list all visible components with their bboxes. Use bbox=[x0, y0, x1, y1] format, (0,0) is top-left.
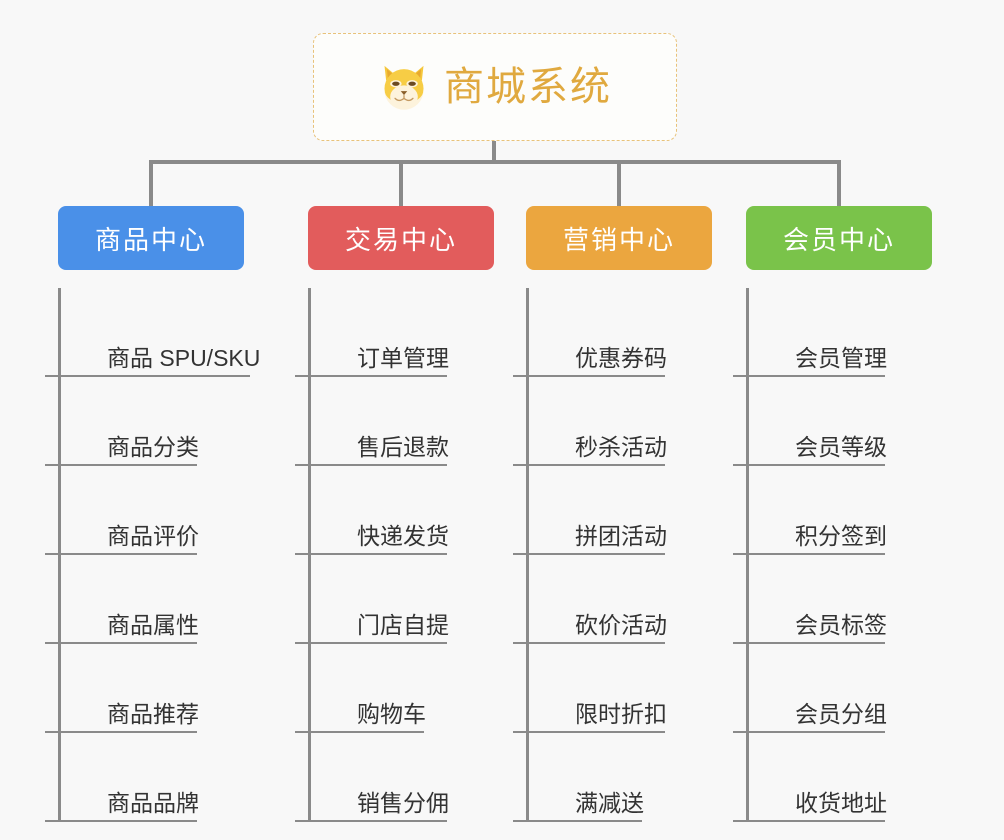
connector-drop-3 bbox=[617, 160, 621, 206]
leaf-label: 拼团活动 bbox=[575, 522, 667, 549]
leaf-label: 限时折扣 bbox=[575, 700, 667, 727]
branch-column-3: 营销中心 优惠券码 秒杀活动 拼团活动 砍价活动 限时折扣 满减送 bbox=[513, 206, 712, 822]
leaf-item[interactable]: 商品评价 bbox=[45, 466, 244, 555]
leaf-label: 售后退款 bbox=[357, 433, 449, 460]
leaf-label: 会员分组 bbox=[795, 700, 887, 727]
leaf-label: 商品属性 bbox=[107, 611, 199, 638]
leaf-item[interactable]: 限时折扣 bbox=[513, 644, 712, 733]
leaf-item[interactable]: 商品分类 bbox=[45, 377, 244, 466]
leaf-item[interactable]: 砍价活动 bbox=[513, 555, 712, 644]
leaf-item[interactable]: 商品 SPU/SKU bbox=[45, 288, 260, 377]
root-title: 商城系统 bbox=[444, 65, 612, 109]
leaf-label: 销售分佣 bbox=[357, 789, 449, 816]
connector-drop-2 bbox=[399, 160, 403, 206]
branch-items-3: 优惠券码 秒杀活动 拼团活动 砍价活动 限时折扣 满减送 bbox=[513, 288, 712, 822]
leaf-item[interactable]: 商品品牌 bbox=[45, 733, 244, 822]
connector-drop-4 bbox=[837, 160, 841, 206]
leaf-label: 会员标签 bbox=[795, 611, 887, 638]
leaf-item[interactable]: 积分签到 bbox=[733, 466, 932, 555]
leaf-label: 收货地址 bbox=[795, 789, 887, 816]
branch-header-2[interactable]: 交易中心 bbox=[308, 206, 494, 270]
branch-items-2: 订单管理 售后退款 快递发货 门店自提 购物车 销售分佣 bbox=[295, 288, 494, 822]
leaf-item[interactable]: 商品属性 bbox=[45, 555, 244, 644]
branch-items-1: 商品 SPU/SKU 商品分类 商品评价 商品属性 商品推荐 商品品牌 bbox=[45, 288, 260, 822]
connector-horizontal-bar bbox=[149, 160, 841, 164]
connector-stem bbox=[492, 141, 496, 163]
leaf-item[interactable]: 会员管理 bbox=[733, 288, 932, 377]
branch-header-3[interactable]: 营销中心 bbox=[526, 206, 712, 270]
leaf-item[interactable]: 拼团活动 bbox=[513, 466, 712, 555]
branch-header-label-3: 营销中心 bbox=[562, 224, 675, 255]
leaf-item[interactable]: 满减送 bbox=[513, 733, 712, 822]
leaf-label: 砍价活动 bbox=[575, 611, 667, 638]
leaf-item[interactable]: 收货地址 bbox=[733, 733, 932, 822]
shiba-dog-face-icon bbox=[384, 65, 424, 110]
branch-header-label-2: 交易中心 bbox=[344, 224, 457, 255]
branch-header-label-1: 商品中心 bbox=[94, 224, 207, 255]
leaf-item[interactable]: 售后退款 bbox=[295, 377, 494, 466]
leaf-item[interactable]: 快递发货 bbox=[295, 466, 494, 555]
branch-column-4: 会员中心 会员管理 会员等级 积分签到 会员标签 会员分组 收货地址 bbox=[733, 206, 932, 822]
leaf-label: 商品品牌 bbox=[107, 789, 199, 816]
leaf-label: 快递发货 bbox=[357, 522, 449, 549]
branch-items-4: 会员管理 会员等级 积分签到 会员标签 会员分组 收货地址 bbox=[733, 288, 932, 822]
leaf-item[interactable]: 秒杀活动 bbox=[513, 377, 712, 466]
leaf-label: 秒杀活动 bbox=[575, 433, 667, 460]
branch-column-2: 交易中心 订单管理 售后退款 快递发货 门店自提 购物车 销售分佣 bbox=[295, 206, 494, 822]
leaf-label: 商品分类 bbox=[107, 433, 199, 460]
connector-drop-1 bbox=[149, 160, 153, 206]
leaf-item[interactable]: 会员分组 bbox=[733, 644, 932, 733]
branch-column-1: 商品中心 商品 SPU/SKU 商品分类 商品评价 商品属性 商品推荐 商品品牌 bbox=[45, 206, 260, 822]
leaf-label: 商品评价 bbox=[107, 522, 199, 549]
leaf-item[interactable]: 订单管理 bbox=[295, 288, 494, 377]
leaf-label: 门店自提 bbox=[357, 611, 449, 638]
leaf-item[interactable]: 商品推荐 bbox=[45, 644, 244, 733]
leaf-item[interactable]: 会员等级 bbox=[733, 377, 932, 466]
leaf-label: 购物车 bbox=[357, 700, 426, 727]
leaf-label: 优惠券码 bbox=[575, 344, 667, 371]
leaf-label: 商品推荐 bbox=[107, 700, 199, 727]
branch-header-4[interactable]: 会员中心 bbox=[746, 206, 932, 270]
branch-header-label-4: 会员中心 bbox=[782, 224, 895, 255]
leaf-item[interactable]: 优惠券码 bbox=[513, 288, 712, 377]
leaf-item[interactable]: 门店自提 bbox=[295, 555, 494, 644]
leaf-label: 满减送 bbox=[575, 789, 644, 816]
leaf-label: 积分签到 bbox=[795, 522, 887, 549]
leaf-item[interactable]: 会员标签 bbox=[733, 555, 932, 644]
leaf-label: 商品 SPU/SKU bbox=[107, 344, 261, 371]
root-node[interactable]: 商城系统 bbox=[313, 33, 677, 141]
leaf-label: 会员等级 bbox=[795, 433, 887, 460]
leaf-label: 订单管理 bbox=[357, 344, 449, 371]
branch-header-1[interactable]: 商品中心 bbox=[58, 206, 244, 270]
leaf-item[interactable]: 销售分佣 bbox=[295, 733, 494, 822]
leaf-label: 会员管理 bbox=[795, 344, 887, 371]
leaf-item[interactable]: 购物车 bbox=[295, 644, 494, 733]
